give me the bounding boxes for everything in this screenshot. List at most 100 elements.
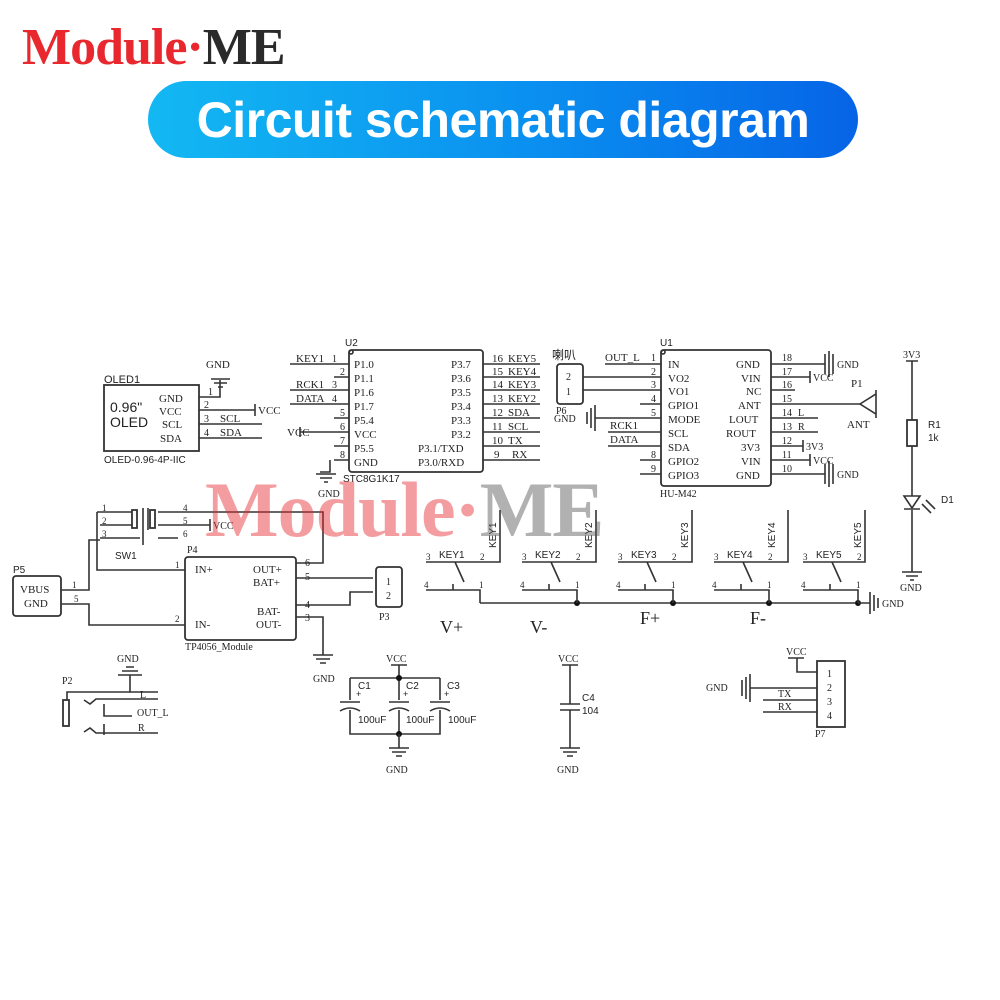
pin-name: P3.2 [451,429,471,441]
key-ref: KEY1 [439,550,465,561]
cap-ref: C2 [406,681,419,692]
resistor-r1 [906,419,918,447]
pin-num: 4 [616,580,621,590]
oled-pin-vcc: VCC [159,406,182,418]
pin-name: ROUT [726,428,756,440]
pin-num: 18 [782,353,792,364]
c4-vcc: VCC [558,654,579,665]
uart-ref: P7 [815,729,826,740]
pin-name: P1.7 [354,401,374,413]
uart-rx: RX [778,702,793,713]
pin-num: 5 [651,408,656,419]
speaker-gnd: GND [554,414,576,425]
pin-num: 12 [492,407,503,419]
u2-body [348,349,484,473]
resistor-ref: R1 [928,420,941,431]
pin-num: 6 [340,422,345,433]
u2-net: KEY2 [508,393,536,405]
oled-ref: OLED1 [104,374,140,386]
pin-name: P3.5 [451,387,471,399]
pin-name: VO2 [668,373,689,385]
pin-num: 3 [102,529,107,539]
pin-num: 2 [651,367,656,378]
u2-net: KEY4 [508,366,537,378]
page-title: Circuit schematic diagram [196,91,810,148]
pin-num: 2 [386,591,391,602]
u1-part: HU-M42 [660,489,697,500]
pin-num: 1 [671,580,676,590]
key-net: KEY4 [767,522,778,548]
cap-value: 100uF [448,715,476,726]
usb-pin: GND [24,598,48,610]
oled-body [103,384,200,452]
cap-value: 100uF [406,715,434,726]
pin-num: 9 [494,449,500,461]
uart-body [816,660,846,728]
u2-mcu: U2 KEY1 RCK1 DATA VCC 1 2 3 4 5 6 7 8 P1… [287,338,540,500]
pin-name: P3.7 [451,359,471,371]
pin-name: VCC [354,429,377,441]
pin-num: 13 [782,422,792,433]
u2-part: STC8G1K17 [343,474,400,485]
pin-name: VIN [741,373,761,385]
brand-name-part2: ME [202,19,286,76]
u2-net-vcc: VCC [287,427,310,439]
pin-name: SCL [668,428,688,440]
pin-name: GPIO1 [668,400,699,412]
pin-name: P1.0 [354,359,374,371]
u1-net-rck: RCK1 [610,420,638,432]
pin-name: 3V3 [741,442,760,454]
pin-name: P5.5 [354,443,374,455]
pin-num: 1 [332,354,337,365]
oled-gnd-net: GND [206,359,230,371]
title-banner: Circuit schematic diagram [148,81,858,158]
cap-plus: + [356,689,361,699]
pin-num: 6 [305,558,310,569]
key-ref: KEY4 [727,550,753,561]
uart-gnd: GND [706,683,728,694]
oled-pin-sda: SDA [160,433,182,445]
pin-name: P3.1/TXD [418,443,464,455]
pin-num: 2 [576,552,581,562]
battery-connector [375,566,403,608]
u1-gnd-net: GND [837,360,859,371]
pin-num: 5 [74,594,79,604]
caps-vcc: VCC [386,654,407,665]
pin-num: 5 [340,408,345,419]
u2-net: KEY3 [508,379,537,391]
pin-num: 3 [827,697,832,708]
u2-net: SDA [508,407,530,419]
pin-num: 2 [480,552,485,562]
charger-body [184,556,297,641]
key-ref: KEY5 [816,550,842,561]
pin-num: 5 [183,516,188,526]
pin-name: P3.6 [451,373,471,385]
pin-num: 15 [782,394,792,405]
u2-net-rck1: RCK1 [296,379,324,391]
brand-dot: · [186,19,203,76]
jack-l: L [140,690,146,701]
pin-name: P3.3 [451,415,471,427]
pin-name: P3.4 [451,401,471,413]
oled-pin-num: 4 [204,428,209,439]
audio-jack: GND P2 L OUT_L R [62,654,169,735]
jack-r: R [138,723,145,734]
u2-ref: U2 [345,338,358,349]
caps-gnd: GND [386,765,408,776]
u2-net: KEY5 [508,353,537,365]
charger-gnd: GND [313,674,335,685]
usb-ref: P5 [13,565,26,576]
oled-type-label: OLED [110,414,148,430]
jack-ref: P2 [62,676,73,687]
pin-num: 2 [340,367,345,378]
pin-name: GPIO3 [668,470,700,482]
antenna: P1 ANT [847,378,877,431]
resistor-value: 1k [928,433,940,444]
pin-name: GND [736,470,760,482]
u1-vcc-net: VCC [813,373,834,384]
antenna-label: ANT [847,419,870,431]
pin-name: VO1 [668,386,689,398]
key-function-label: F+ [640,608,660,628]
key-switch: KEY3 3 2 4 1 KEY3 F+ [616,510,693,628]
antenna-ref: P1 [851,378,863,390]
